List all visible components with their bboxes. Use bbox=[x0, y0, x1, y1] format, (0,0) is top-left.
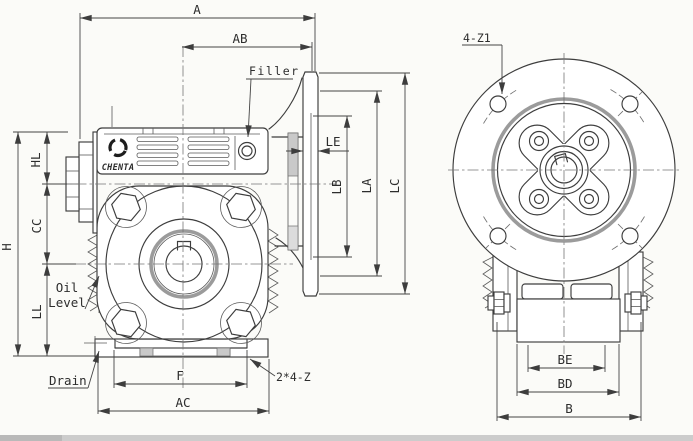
housing-body bbox=[96, 185, 269, 343]
dim-label-a: A bbox=[193, 2, 201, 17]
top-cover: CHENTA bbox=[96, 106, 269, 175]
flange-hole bbox=[489, 95, 507, 113]
note-base-slots: 2*4-Z bbox=[276, 370, 311, 384]
note-drain: Drain bbox=[49, 373, 87, 388]
clamp-screws bbox=[528, 130, 600, 210]
dim-label-hl: HL bbox=[28, 152, 43, 167]
filler-plug bbox=[237, 141, 257, 161]
dim-label-cc: CC bbox=[29, 218, 44, 233]
note-oil-level-line2: Level bbox=[48, 295, 86, 310]
input-shaft-stub bbox=[65, 131, 98, 234]
brand-logo: CHENTA bbox=[102, 137, 135, 173]
flange-bell bbox=[268, 77, 304, 269]
output-keyway bbox=[176, 240, 192, 251]
dim-label-h: H bbox=[0, 243, 14, 251]
cooling-fin-slots bbox=[136, 136, 230, 166]
chenta-logo-icon bbox=[108, 137, 128, 158]
dim-label-ll: LL bbox=[29, 304, 44, 319]
dim-label-ab: AB bbox=[232, 31, 247, 46]
cooling-ribs-right bbox=[267, 228, 279, 314]
note-oil-level-line1: Oil bbox=[56, 280, 79, 295]
dim-label-la: LA bbox=[359, 178, 374, 194]
left-view-centerlines bbox=[56, 46, 336, 388]
right-view bbox=[448, 53, 681, 354]
dim-label-be: BE bbox=[557, 352, 572, 367]
dim-label-b: B bbox=[565, 401, 573, 416]
side-bolt-left bbox=[487, 291, 511, 315]
dim-label-bd: BD bbox=[557, 376, 572, 391]
dim-label-lc: LC bbox=[387, 178, 402, 193]
left-view: CHENTA bbox=[56, 46, 336, 388]
scan-artifacts bbox=[0, 435, 693, 441]
input-keyway bbox=[553, 152, 569, 166]
flange-hole bbox=[621, 227, 639, 245]
flange-hole bbox=[621, 95, 639, 113]
dim-label-f: F bbox=[176, 368, 184, 383]
dimensions-left-view: A AB Filler H HL CC LL Oil Level Drain 2… bbox=[0, 2, 316, 415]
corner-bolts bbox=[105, 186, 262, 344]
flange-hole bbox=[489, 227, 507, 245]
right-view-centerlines bbox=[448, 53, 681, 354]
dim-label-le: LE bbox=[325, 134, 340, 149]
dimensions-right-view: LE LB LA LC 4-Z1 BE BD B bbox=[286, 31, 642, 421]
brand-text: CHENTA bbox=[102, 163, 135, 173]
note-filler: Filler bbox=[249, 64, 300, 78]
left-view-base bbox=[84, 336, 269, 358]
side-bolt-right bbox=[624, 291, 648, 315]
note-flange-holes: 4-Z1 bbox=[463, 31, 491, 45]
right-view-foot bbox=[482, 251, 654, 343]
dim-label-lb: LB bbox=[329, 179, 344, 194]
dim-label-ac: AC bbox=[175, 395, 190, 410]
